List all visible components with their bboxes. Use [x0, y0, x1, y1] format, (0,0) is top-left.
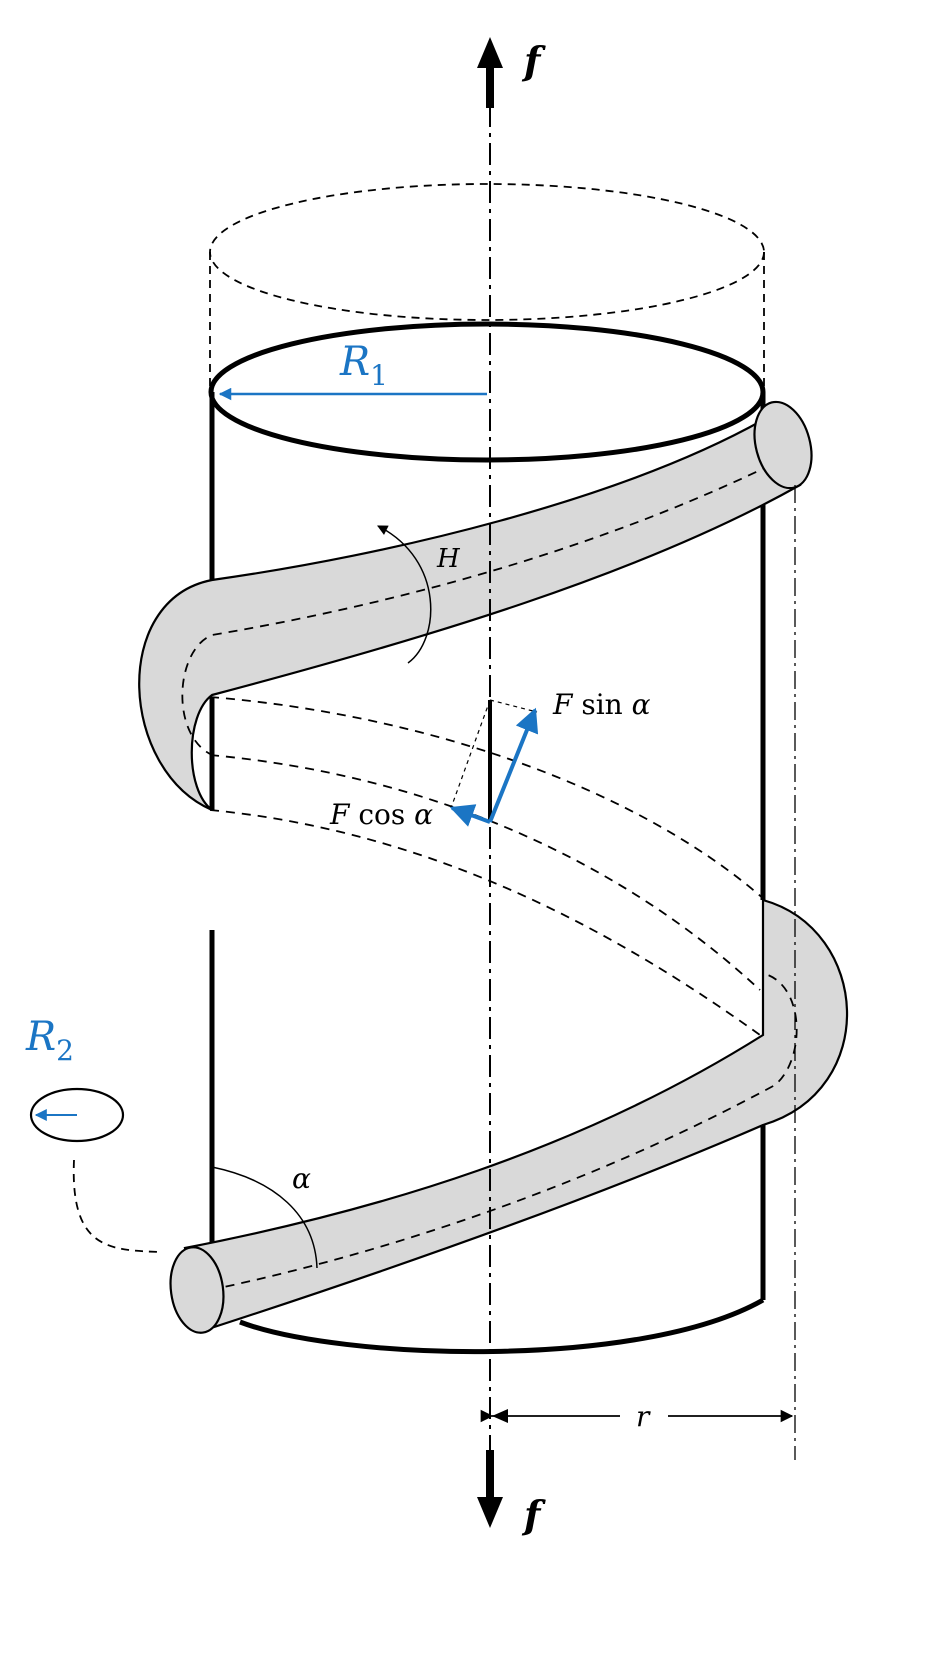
force-arrow-top: [477, 37, 503, 108]
ghost-cylinder: [209, 183, 765, 390]
force-arrow-bottom: [477, 1450, 503, 1528]
tube-lower-centerline: [209, 974, 798, 1291]
radius-r1-label: R1: [339, 339, 388, 392]
force-label-top: f: [521, 38, 546, 83]
cross-section-leader: [72, 1159, 161, 1253]
r-dimension-label: r: [636, 1400, 651, 1433]
hidden-coil-top-edge: [209, 696, 766, 901]
parallelogram-dash-1: [489, 699, 538, 713]
tube-bottom-end-cap: [169, 1246, 225, 1334]
parallelogram-dash-2: [450, 699, 491, 809]
ghost-top-ellipse: [209, 183, 765, 321]
tube-lower-body: [183, 898, 849, 1332]
moment-h-label: H: [436, 544, 461, 574]
f-sin-vector: [488, 707, 539, 823]
cylinder-top-ellipse: [208, 321, 766, 463]
hidden-helix-coils: [209, 696, 766, 1036]
f-cos-label: F cos α: [329, 798, 433, 831]
alpha-angle-arc: [211, 1166, 318, 1269]
moment-h-arc: [377, 525, 432, 664]
f-cos-vector: [449, 804, 491, 827]
cylinder-bottom-edge: [239, 1297, 765, 1355]
tube-upper-coil: [138, 400, 813, 812]
tube-lower-coil: [169, 898, 849, 1334]
f-sin-label: F sin α: [552, 688, 651, 721]
radius-r2-label: R2: [25, 1014, 74, 1067]
tube-upper-centerline: [181, 457, 786, 756]
force-label-bottom: f: [521, 1492, 546, 1537]
hidden-coil-bottom-edge: [209, 809, 761, 1036]
force-decomposition: [449, 699, 539, 827]
alpha-angle-label: α: [292, 1162, 311, 1195]
hidden-coil-center: [209, 754, 761, 991]
tube-upper-body: [138, 418, 802, 812]
r-dimension: [480, 1409, 794, 1423]
